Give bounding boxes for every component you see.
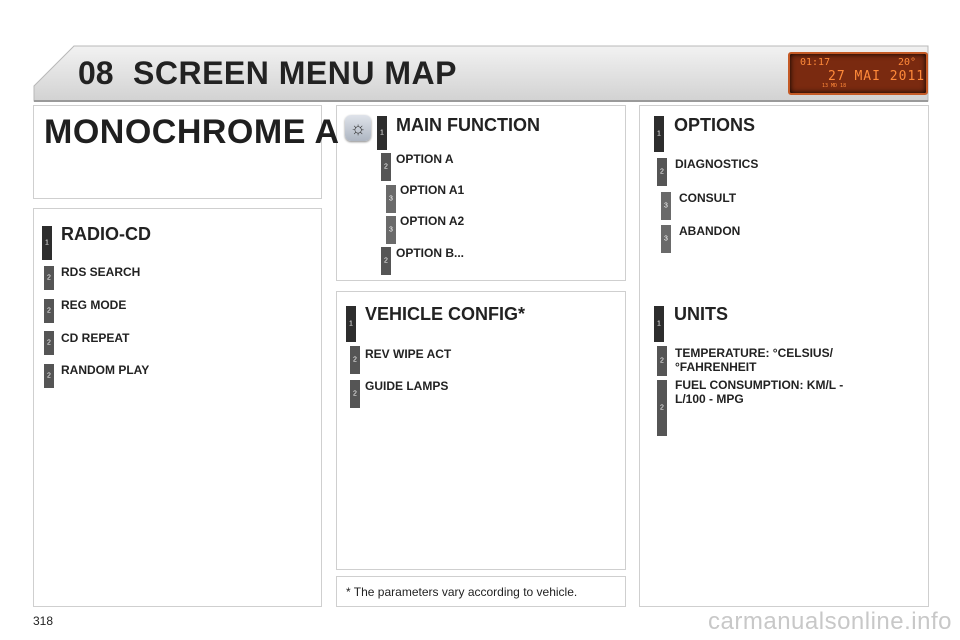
menu-item-diagnostics: DIAGNOSTICS: [675, 157, 759, 171]
radio-cd-heading: RADIO-CD: [61, 224, 151, 244]
panel-footnote: [336, 576, 626, 607]
display-temp: 20°: [897, 57, 916, 68]
options-heading: OPTIONS: [674, 115, 756, 135]
monochrome-title: MONOCHROME A: [44, 113, 340, 151]
panel-radio-cd: [33, 208, 322, 607]
level-badge: 3: [661, 225, 671, 253]
units-heading: UNITS: [674, 304, 728, 324]
menu-item-abandon: ABANDON: [679, 224, 741, 238]
level-badge: 2: [657, 346, 667, 376]
display-date: 27 MAI 2011: [828, 69, 926, 84]
menu-item-rds-search: RDS SEARCH: [61, 265, 141, 279]
level-badge: 2: [44, 331, 54, 355]
panel-vehicle-config: [336, 291, 626, 570]
level-badge: 3: [386, 216, 396, 244]
menu-item-option-a1: OPTION A1: [400, 183, 465, 197]
main-function-heading: MAIN FUNCTION: [396, 115, 540, 135]
menu-item-consult: CONSULT: [679, 191, 737, 205]
header-band: [33, 45, 929, 102]
chapter-number: 08: [78, 55, 114, 91]
watermark: carmanualsonline.info: [708, 608, 952, 635]
level-badge: 1: [654, 116, 664, 152]
vehicle-config-heading: VEHICLE CONFIG*: [365, 304, 526, 324]
level-badge: 2: [44, 364, 54, 388]
page-number: 318: [33, 614, 54, 628]
menu-item-option-a: OPTION A: [396, 152, 454, 166]
menu-item-guide-lamps: GUIDE LAMPS: [365, 379, 449, 393]
panel-right: [639, 105, 929, 607]
level-badge: 2: [350, 380, 360, 408]
menu-item-rev-wipe-act: REV WIPE ACT: [365, 347, 452, 361]
level-badge: 1: [377, 116, 387, 150]
level-badge: 2: [657, 158, 667, 186]
level-badge: 2: [381, 153, 391, 181]
level-badge: 2: [350, 346, 360, 374]
level-badge: 2: [381, 247, 391, 275]
level-badge: 2: [44, 299, 54, 323]
menu-item-random-play: RANDOM PLAY: [61, 363, 150, 377]
display-time: 01:17: [800, 57, 831, 68]
level-badge: 2: [44, 266, 54, 290]
menu-item-cd-repeat: CD REPEAT: [61, 331, 130, 345]
menu-item-option-a2: OPTION A2: [400, 214, 465, 228]
level-badge: 1: [654, 306, 664, 342]
chapter-title: SCREEN MENU MAP: [133, 55, 457, 91]
level-badge: 3: [661, 192, 671, 220]
menu-item-fuel-consumption: FUEL CONSUMPTION: KM/L - L/100 - MPG: [675, 378, 844, 406]
settings-gear-icon: ☼: [345, 115, 371, 141]
footnote: * The parameters vary according to vehic…: [346, 585, 578, 599]
menu-item-reg-mode: REG MODE: [61, 298, 127, 312]
menu-item-option-b: OPTION B...: [396, 246, 465, 260]
radio-display: 01:17 20° 27 MAI 2011 13 MD 18: [788, 52, 928, 95]
panel-monochrome: [33, 105, 322, 199]
level-badge: 2: [657, 380, 667, 436]
level-badge: 1: [346, 306, 356, 342]
level-badge: 3: [386, 185, 396, 213]
display-small-text: 13 MD 18: [822, 83, 847, 89]
menu-item-temperature: TEMPERATURE: °CELSIUS/ °FAHRENHEIT: [675, 346, 833, 374]
level-badge: 1: [42, 226, 52, 260]
